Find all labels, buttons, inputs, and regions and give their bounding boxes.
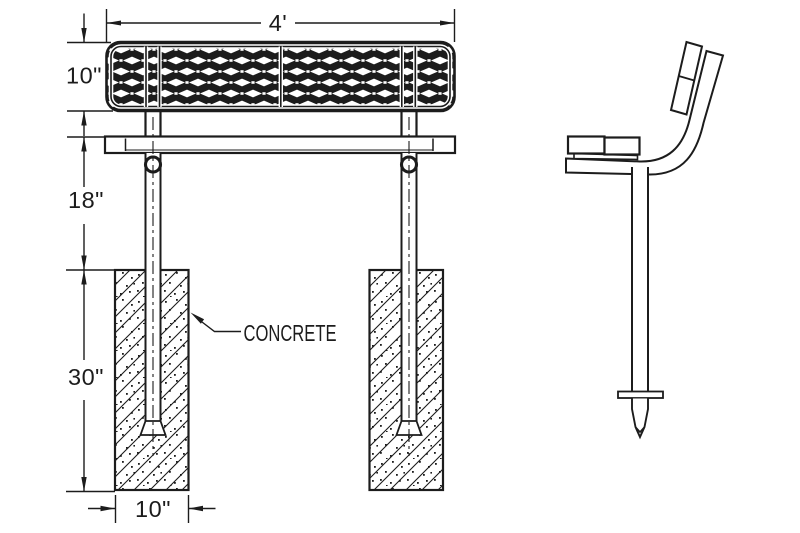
arrowhead [440, 20, 455, 26]
seat-rail [103, 135, 457, 155]
arrowhead [81, 111, 87, 126]
arrowhead [81, 28, 87, 43]
anchor-flange [617, 390, 664, 399]
leg-anchor-right [395, 420, 423, 436]
concrete-label: CONCRETE [244, 320, 337, 346]
dimension-backrest-height: 10" [66, 13, 113, 136]
arrowhead [81, 477, 87, 492]
leg-anchor-left [139, 420, 167, 436]
side-leg [617, 167, 664, 440]
side-frame-tube [565, 49, 725, 176]
side-seat-slats [566, 135, 641, 156]
side-elevation-view [565, 40, 725, 440]
dim-label-seat-length: 4' [269, 10, 288, 36]
back-support-posts [144, 106, 418, 139]
side-backrest-panel [669, 40, 704, 116]
arrowhead [81, 255, 87, 270]
dim-label-backrest-height: 10" [66, 63, 102, 89]
arrowhead [100, 505, 115, 512]
dimension-footing-depth: 30" [66, 270, 115, 493]
dimension-seat-height: 18" [66, 136, 115, 271]
mesh-backrest-panel [105, 40, 456, 113]
dimension-footing-width: 10" [88, 495, 216, 523]
concrete-callout: CONCRETE [190, 312, 337, 346]
front-elevation-view: 4' 10" 18" 30" 10" [66, 9, 457, 523]
arrowhead [81, 270, 87, 285]
dim-label-footing-depth: 30" [68, 364, 104, 390]
front-leg-left [139, 117, 167, 456]
leader-arrowhead [190, 312, 205, 324]
arrowhead [188, 505, 203, 512]
arrowhead [81, 137, 87, 152]
mesh-seam-lines [143, 46, 418, 107]
arrowhead [106, 20, 121, 26]
front-leg-right [395, 117, 423, 456]
dim-label-seat-height: 18" [68, 187, 104, 213]
dim-label-footing-width: 10" [135, 496, 171, 522]
dimension-seat-length: 4' [105, 9, 456, 42]
